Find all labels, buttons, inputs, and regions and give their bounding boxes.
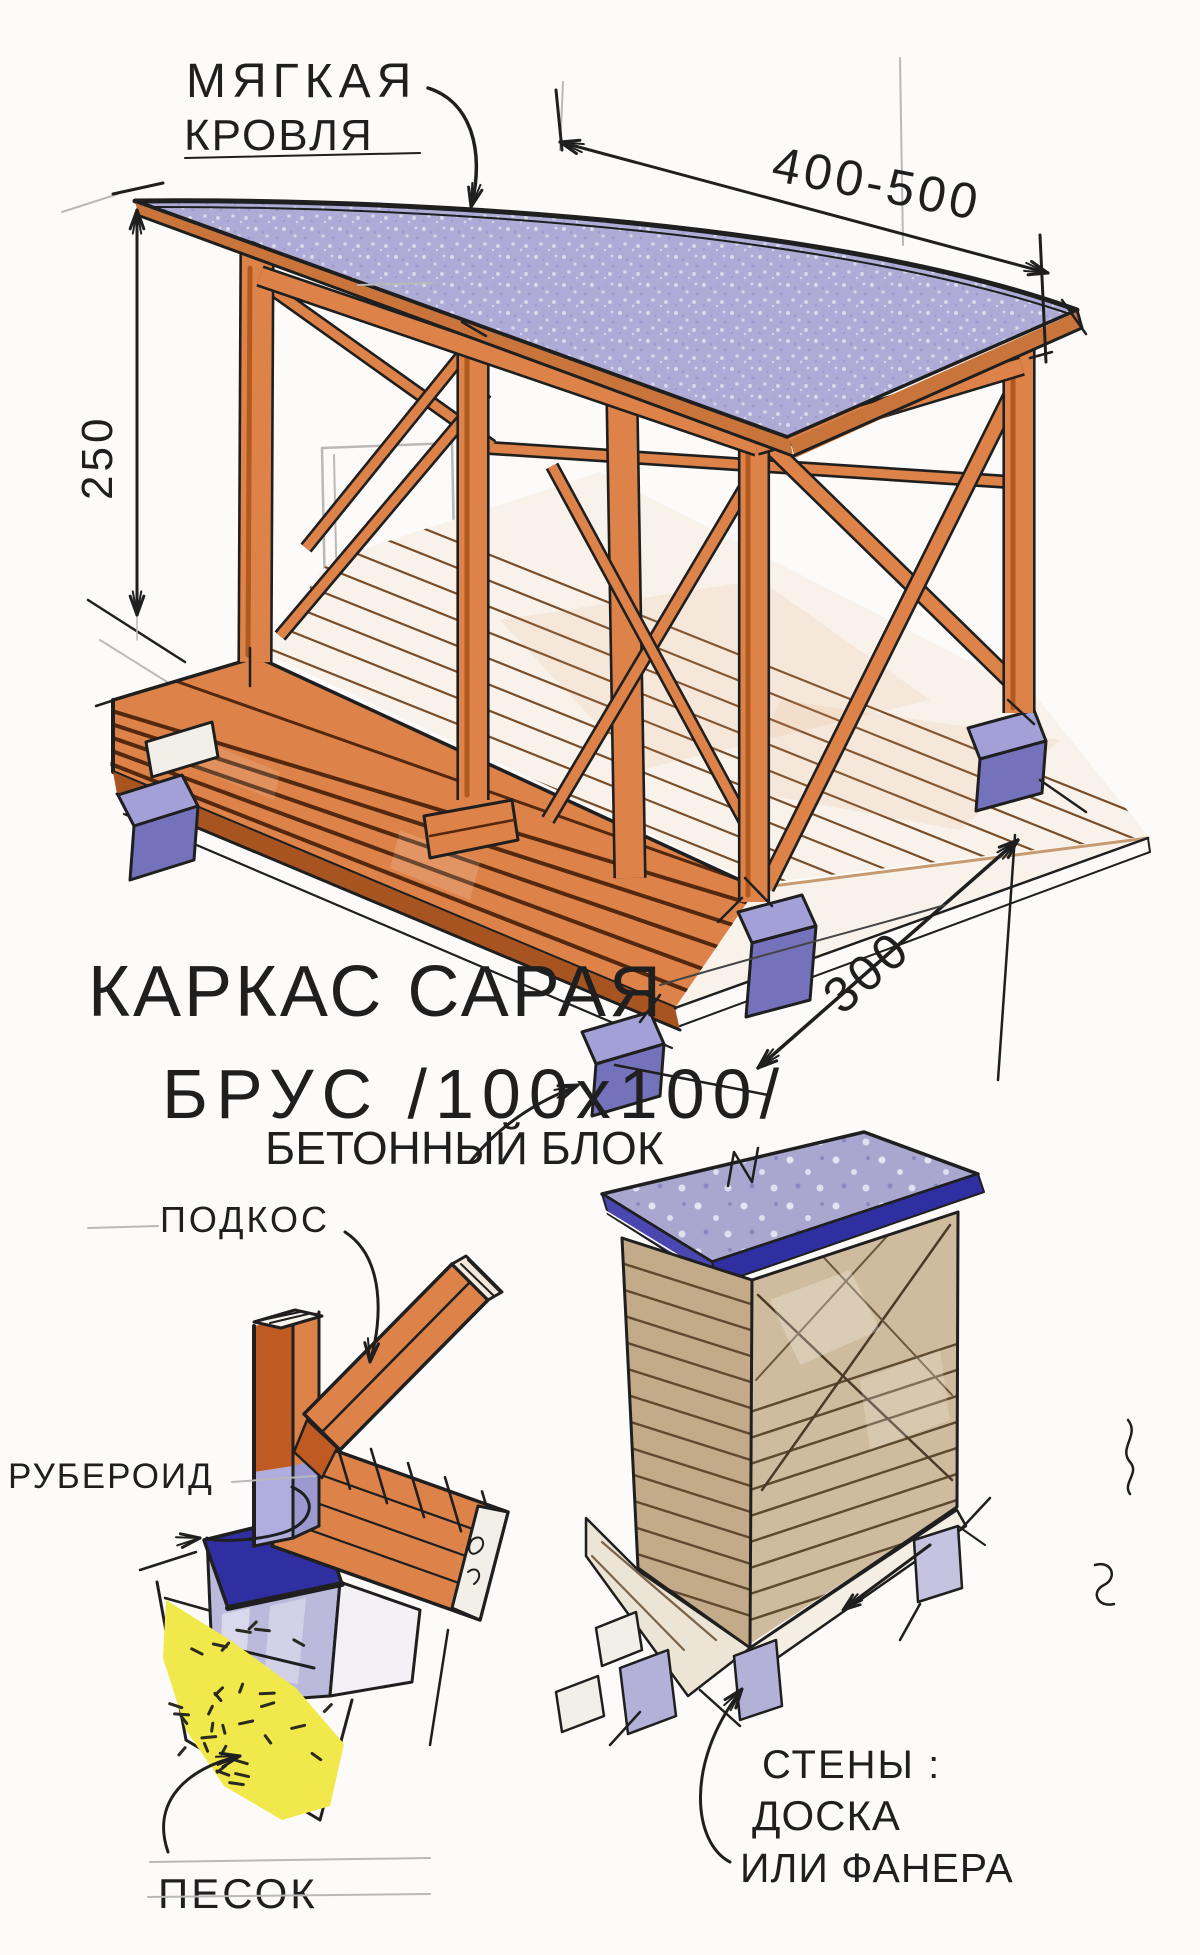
svg-text:КАРКАС САРАЯ: КАРКАС САРАЯ [88, 952, 664, 1032]
svg-text:ИЛИ ФАНЕРА: ИЛИ ФАНЕРА [740, 1845, 1014, 1891]
svg-text:РУБЕРОИД: РУБЕРОИД [8, 1457, 214, 1496]
svg-text:СТЕНЫ :: СТЕНЫ : [762, 1743, 941, 1787]
svg-text:250: 250 [73, 415, 122, 500]
svg-text:БРУС /100х100/: БРУС /100х100/ [162, 1055, 787, 1133]
svg-text:ПЕСОК: ПЕСОК [158, 1870, 318, 1917]
svg-text:БЕТОННЫЙ БЛОК: БЕТОННЫЙ БЛОК [265, 1122, 664, 1174]
svg-text:ДОСКА: ДОСКА [752, 1792, 901, 1839]
svg-text:МЯГКАЯ: МЯГКАЯ [186, 55, 417, 108]
svg-text:КРОВЛЯ: КРОВЛЯ [184, 111, 374, 160]
svg-text:ПОДКОС: ПОДКОС [160, 1199, 330, 1240]
